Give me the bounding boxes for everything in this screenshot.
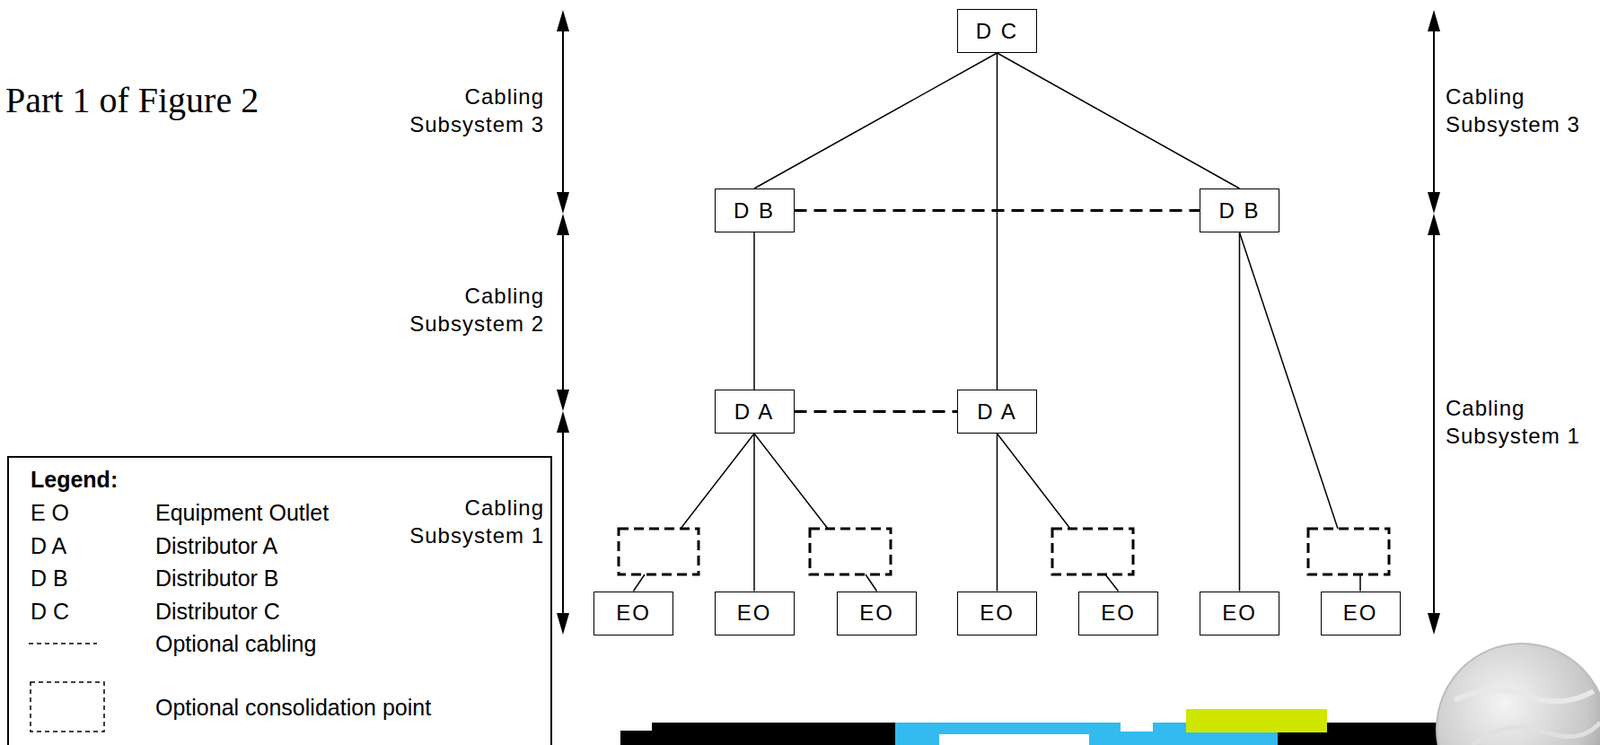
consolidation-points	[618, 528, 1390, 575]
equipment-outlet-box: EO	[714, 591, 795, 636]
arrow-head	[1427, 613, 1441, 635]
cabling-line	[633, 433, 756, 592]
legend-text: Equipment Outlet	[155, 501, 329, 525]
equipment-outlet-box: EO	[593, 591, 674, 636]
arrow-head	[1427, 192, 1441, 214]
dimension-line	[562, 420, 564, 626]
equipment-outlet-box: EO	[1320, 591, 1401, 636]
legend-heading: Legend:	[30, 468, 118, 492]
subsystem-label: Cabling Subsystem 3	[391, 82, 545, 139]
cabling-line	[996, 433, 999, 592]
node-label: D A	[734, 401, 775, 423]
dimension-line	[562, 222, 564, 403]
equipment-outlet-box: EO	[1199, 591, 1280, 636]
arrow-head	[556, 613, 570, 635]
dimension-arrows	[556, 9, 1441, 635]
equipment-outlet-box: EO	[836, 591, 917, 636]
distributor-box: D A	[714, 389, 795, 434]
legend-text: Distributor A	[155, 535, 278, 558]
distributor-box: D A	[957, 389, 1038, 434]
cabling-line	[996, 52, 999, 390]
legend-abbreviation: D B	[30, 567, 69, 590]
node-label: EO	[1221, 602, 1258, 625]
subsystem-label: Cabling Subsystem 3	[1445, 82, 1599, 139]
node-label: EO	[737, 602, 773, 625]
footer-bar	[620, 709, 1458, 745]
cabling-line	[1239, 232, 1362, 592]
arrow-head	[556, 213, 570, 236]
node-label: EO	[979, 602, 1015, 625]
dimension-line	[1432, 18, 1435, 205]
node-label: EO	[1100, 602, 1136, 625]
cabling-line	[753, 433, 756, 592]
legend-text: Distributor B	[155, 567, 280, 590]
subsystem-label: Cabling Subsystem 1	[1445, 394, 1599, 450]
node-label: D A	[976, 401, 1018, 423]
optional-cabling	[794, 410, 959, 414]
figure-title: Part 1 of Figure 2	[5, 79, 259, 122]
cabling-line	[753, 232, 756, 390]
consolidation-point	[1308, 528, 1390, 575]
dimension-line	[1432, 222, 1435, 626]
legend-abbreviation: E O	[30, 501, 70, 525]
globe-logo	[1436, 643, 1600, 745]
legend-sample-line	[28, 642, 97, 645]
distributor-box: D B	[714, 188, 795, 233]
subsystem-label: Cabling Subsystem 1	[391, 493, 545, 550]
node-label: EO	[859, 602, 895, 625]
arrow-head	[556, 9, 570, 32]
consolidation-point	[809, 528, 891, 575]
subsystem-label: Cabling Subsystem 2	[391, 281, 545, 338]
cabling-line	[754, 433, 878, 592]
arrow-head	[556, 411, 570, 433]
equipment-outlet-box: EO	[1078, 591, 1159, 636]
legend-text: Optional consolidation point	[155, 696, 431, 720]
consolidation-point	[1052, 528, 1134, 575]
legend-abbreviation: D A	[30, 535, 67, 558]
node-label: EO	[615, 602, 651, 625]
arrow-head	[556, 192, 570, 214]
node-label: EO	[1343, 602, 1379, 625]
node-label: D C	[975, 20, 1019, 43]
arrow-head	[556, 389, 570, 412]
distributor-box: D B	[1199, 188, 1280, 233]
cabling-line	[997, 52, 1240, 189]
equipment-outlet-box: EO	[957, 591, 1038, 636]
legend-box	[8, 457, 552, 745]
arrow-head	[1427, 9, 1441, 32]
legend-sample-box	[30, 682, 105, 732]
cabling-line	[997, 433, 1119, 592]
consolidation-point	[618, 528, 699, 575]
cabling-line	[754, 52, 998, 189]
legend-abbreviation: D C	[30, 600, 70, 624]
cabling-line	[1239, 232, 1241, 592]
node-label: D B	[733, 200, 775, 222]
node-label: D B	[1218, 200, 1260, 222]
optional-cabling	[794, 209, 1201, 212]
legend-text: Optional cabling	[155, 632, 317, 656]
distributor-box: D C	[957, 8, 1038, 53]
legend-text: Distributor C	[155, 600, 281, 624]
dimension-line	[562, 18, 564, 205]
arrow-head	[1427, 213, 1441, 236]
